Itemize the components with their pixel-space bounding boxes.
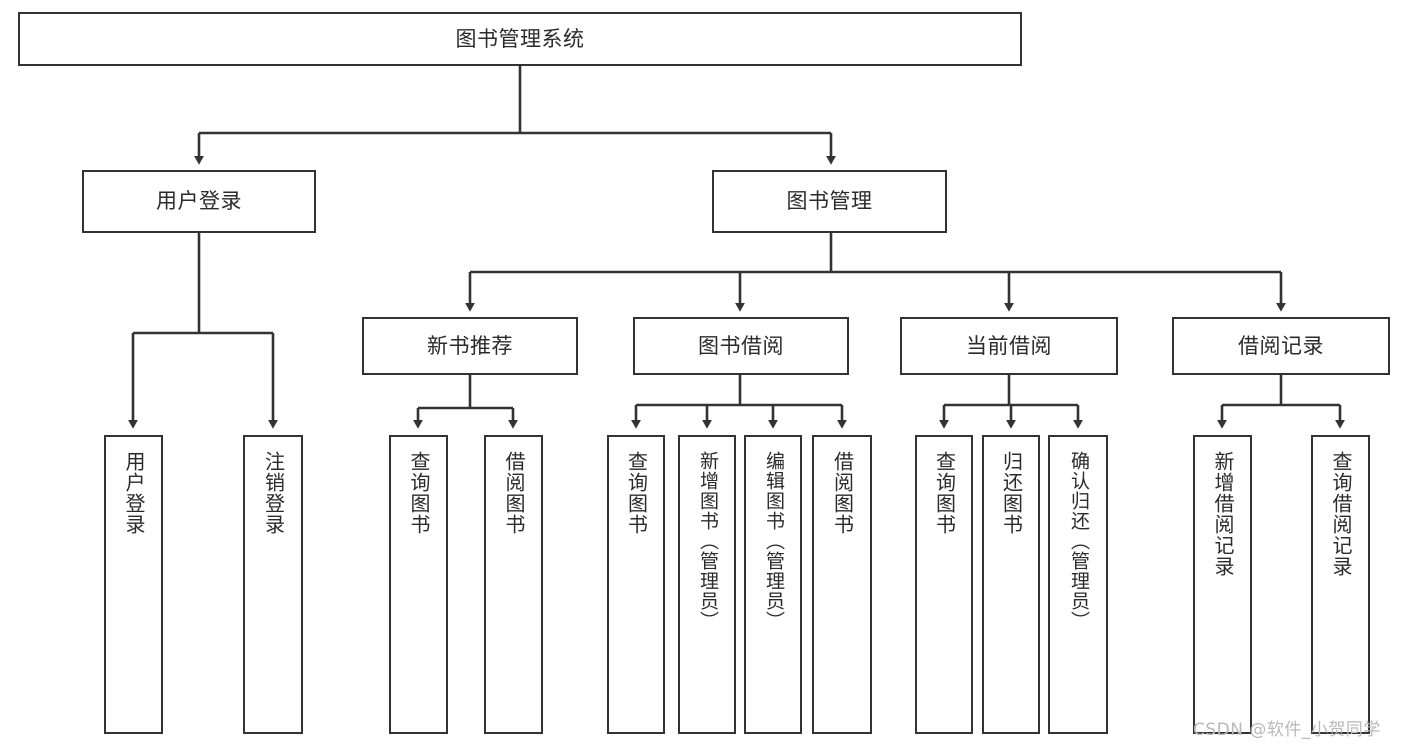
node-borrow-record[interactable]: 借阅记录 [1172,317,1390,375]
leaf-query-book-recommend[interactable]: 查询图书 [389,435,448,734]
node-label: 当前借阅 [966,333,1052,358]
node-label: 编辑图书（管理员） [762,451,785,631]
node-label: 查询图书 [407,451,431,535]
node-label: 新增借阅记录 [1211,451,1235,577]
node-label: 图书管理 [786,189,873,214]
node-label: 用户登录 [156,189,242,214]
leaf-add-borrow-record[interactable]: 新增借阅记录 [1193,435,1252,734]
leaf-query-borrow-record[interactable]: 查询借阅记录 [1311,435,1370,734]
leaf-borrow-book-borrow[interactable]: 借阅图书 [812,435,872,734]
node-label: 归还图书 [999,451,1024,535]
node-current-borrow[interactable]: 当前借阅 [900,317,1118,375]
node-label: 查询借阅记录 [1329,451,1353,577]
leaf-return-book[interactable]: 归还图书 [982,435,1040,734]
node-label: 查询图书 [932,451,957,535]
node-label: 查询图书 [624,451,649,535]
node-new-book-recommend[interactable]: 新书推荐 [362,317,578,375]
node-label: 图书借阅 [698,333,784,358]
node-label: 图书管理系统 [455,26,585,51]
leaf-confirm-return-admin[interactable]: 确认归还（管理员） [1048,435,1108,734]
node-label: 确认归还（管理员） [1067,451,1090,631]
leaf-query-book-borrow[interactable]: 查询图书 [607,435,665,734]
node-label: 注销登录 [261,451,286,535]
leaf-add-book-admin[interactable]: 新增图书（管理员） [678,435,736,734]
node-book-management[interactable]: 图书管理 [712,170,947,233]
csdn-watermark: CSDN @软件_小贺同学 [1193,720,1381,740]
node-root-system[interactable]: 图书管理系统 [18,12,1022,66]
leaf-user-login[interactable]: 用户登录 [104,435,163,734]
leaf-logout-login[interactable]: 注销登录 [243,435,303,734]
node-label: 借阅图书 [502,451,526,535]
node-label: 借阅图书 [830,451,855,535]
node-user-login[interactable]: 用户登录 [82,170,316,233]
node-label: 新书推荐 [427,333,513,358]
node-label: 借阅记录 [1238,333,1324,358]
leaf-borrow-book-recommend[interactable]: 借阅图书 [484,435,543,734]
leaf-query-book-current[interactable]: 查询图书 [915,435,973,734]
node-label: 用户登录 [122,451,146,535]
leaf-edit-book-admin[interactable]: 编辑图书（管理员） [744,435,802,734]
node-book-borrow[interactable]: 图书借阅 [633,317,849,375]
node-label: 新增图书（管理员） [696,451,719,631]
